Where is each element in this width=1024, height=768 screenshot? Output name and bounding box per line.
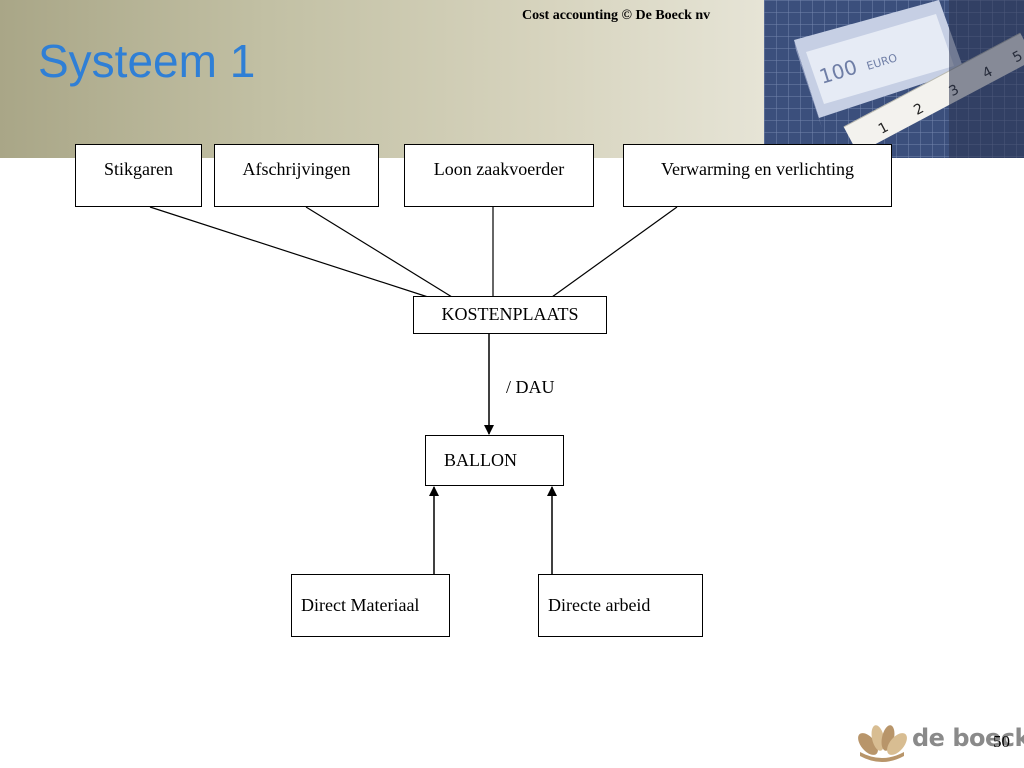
connector-afschrijvingen	[305, 206, 453, 298]
banknote-stack: 100 EURO	[794, 0, 964, 128]
cost-center-box: KOSTENPLAATS	[413, 296, 607, 334]
cost-item-label: Stikgaren	[104, 159, 173, 179]
cost-item-stikgaren: Stikgaren	[75, 144, 202, 207]
slide-title: Systeem 1	[38, 35, 256, 87]
cost-item-label: Loon zaakvoerder	[433, 159, 565, 179]
page-number: 50	[993, 732, 1010, 751]
product-label: BALLON	[444, 450, 517, 470]
copyright-notice: Cost accounting © De Boeck nv	[522, 8, 711, 23]
connector-stikgaren	[149, 206, 429, 298]
direct-cost-arbeid: Directe arbeid	[538, 574, 703, 637]
publisher-logo: de boeck	[854, 722, 1024, 762]
cost-item-verwarming-verlichting: Verwarming en verlichting	[623, 144, 892, 207]
connector-verwarming	[551, 206, 678, 298]
header-photo: 100 EURO 1 2 3 4 5	[764, 0, 1024, 158]
direct-cost-materiaal: Direct Materiaal	[291, 574, 450, 637]
cost-center-label: KOSTENPLAATS	[441, 304, 579, 324]
logo-text: de boeck	[912, 724, 1024, 752]
direct-cost-label: Directe arbeid	[548, 595, 651, 615]
product-box: BALLON	[425, 435, 564, 486]
cost-item-afschrijvingen: Afschrijvingen	[214, 144, 379, 207]
flower-icon	[858, 725, 907, 762]
cost-item-loon-zaakvoerder: Loon zaakvoerder	[404, 144, 594, 207]
allocation-label: / DAU	[506, 377, 555, 397]
direct-cost-label: Direct Materiaal	[301, 595, 420, 615]
cost-item-label: Afschrijvingen	[242, 159, 351, 179]
header-band	[0, 0, 764, 158]
cost-item-label: Verwarming en verlichting	[661, 159, 854, 179]
